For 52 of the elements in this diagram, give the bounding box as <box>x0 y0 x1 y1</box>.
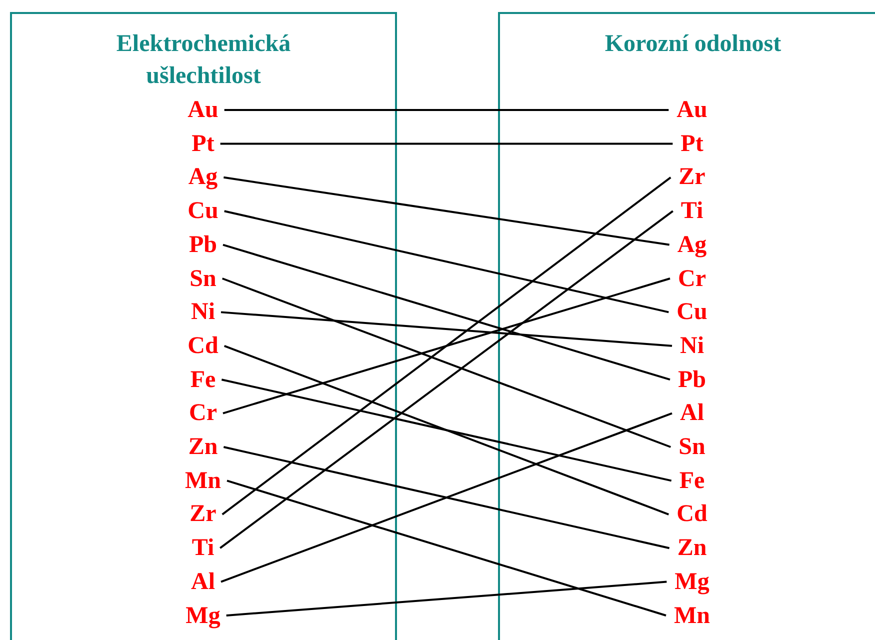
element-symbol: Al <box>680 399 704 428</box>
column-heading: Elektrochemická ušlechtilost <box>115 30 292 91</box>
element-symbol: Au <box>676 96 708 124</box>
element-symbol: Cu <box>188 197 218 226</box>
connector-line <box>222 278 670 414</box>
element-symbol: Cd <box>188 332 218 360</box>
connector-line <box>226 480 666 616</box>
element-symbol: Au <box>188 96 218 124</box>
connector-line <box>224 344 669 516</box>
element-symbol: Mg <box>674 568 710 596</box>
element-symbol: Zn <box>677 534 707 562</box>
element-symbol: Mn <box>185 466 221 495</box>
element-symbol: Pb <box>188 230 217 259</box>
element-symbol: Ni <box>191 298 215 326</box>
column-panel <box>10 12 397 640</box>
connector-line <box>220 412 672 583</box>
connector-line <box>223 446 670 550</box>
element-symbol: Fe <box>679 466 705 495</box>
element-symbol: Ni <box>680 332 704 360</box>
element-symbol: Fe <box>190 366 216 394</box>
connector-line <box>221 378 672 482</box>
element-symbol: Sn <box>190 264 216 292</box>
element-symbol: Ag <box>188 163 218 192</box>
element-symbol: Pt <box>192 130 214 158</box>
connector-line <box>222 176 672 516</box>
connector-line <box>224 210 669 314</box>
element-symbol: Pt <box>680 130 704 158</box>
element-symbol: Zr <box>678 163 706 192</box>
element-symbol: Zn <box>188 433 218 461</box>
connector-line <box>224 176 670 246</box>
element-symbol: Mn <box>674 602 710 630</box>
connector-line <box>222 278 671 448</box>
element-symbol: Cr <box>678 264 706 292</box>
connector-line <box>224 109 669 111</box>
element-symbol: Sn <box>678 433 706 461</box>
connector-line <box>220 210 674 549</box>
element-symbol: Mg <box>186 602 220 630</box>
column-panel <box>498 12 875 640</box>
connector-line <box>222 244 670 381</box>
element-symbol: Ti <box>192 534 214 562</box>
connector-line <box>226 580 667 616</box>
element-symbol: Cd <box>676 500 708 528</box>
connector-line <box>220 142 673 145</box>
element-symbol: Cr <box>189 399 217 428</box>
element-symbol: Ag <box>677 230 707 259</box>
element-symbol: Cu <box>676 298 708 326</box>
connector-line <box>220 311 672 347</box>
element-symbol: Al <box>191 568 215 596</box>
column-heading: Korozní odolnost <box>604 30 782 59</box>
element-symbol: Zr <box>190 500 216 528</box>
element-symbol: Pb <box>678 366 706 394</box>
element-symbol: Ti <box>680 197 704 226</box>
